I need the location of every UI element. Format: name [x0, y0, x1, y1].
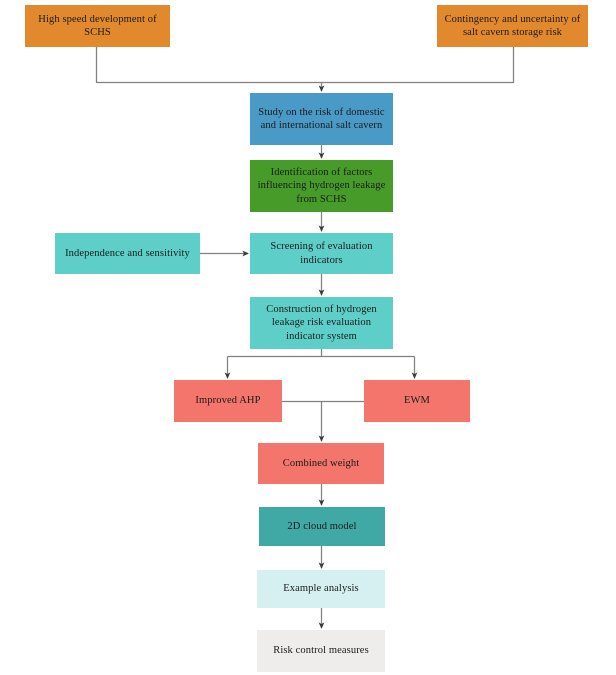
node-label: Construction of hydrogen leakage risk ev…: [266, 303, 377, 342]
node-2d-cloud-model[interactable]: 2D cloud model: [259, 507, 385, 546]
node-label: Independence and sensitivity: [65, 247, 190, 259]
node-improved-ahp[interactable]: Improved AHP: [174, 380, 282, 422]
node-label: Combined weight: [282, 457, 360, 469]
node-ewm[interactable]: EWM: [364, 380, 470, 422]
node-screening-of-evaluation-indicators[interactable]: Screening of evaluation indicators: [250, 233, 393, 274]
node-identification-of-factors[interactable]: Identification of factors influencing hy…: [250, 160, 393, 212]
node-label: High speed development of SCHS: [38, 13, 157, 38]
node-study-on-risk[interactable]: Study on the risk of domestic and intern…: [250, 93, 393, 145]
node-label: Contingency and uncertainty of salt cave…: [444, 13, 581, 38]
node-label: Example analysis: [283, 583, 359, 595]
node-label: Risk control measures: [273, 645, 369, 657]
node-label: Study on the risk of domestic and intern…: [258, 106, 385, 131]
node-example-analysis[interactable]: Example analysis: [257, 570, 385, 608]
node-label: 2D cloud model: [287, 520, 357, 532]
node-label: Identification of factors influencing hy…: [257, 166, 386, 205]
node-independence-sensitivity[interactable]: Independence and sensitivity: [55, 233, 200, 274]
node-label: Improved AHP: [195, 395, 261, 407]
node-contingency-uncertainty[interactable]: Contingency and uncertainty of salt cave…: [437, 5, 588, 47]
node-construction-of-indicator-system[interactable]: Construction of hydrogen leakage risk ev…: [250, 297, 393, 349]
node-high-speed-development[interactable]: High speed development of SCHS: [25, 5, 170, 47]
node-label: EWM: [404, 395, 430, 407]
edge-top-merge-bus: [95, 47, 515, 84]
node-combined-weight[interactable]: Combined weight: [258, 443, 384, 484]
node-risk-control-measures[interactable]: Risk control measures: [257, 630, 385, 672]
node-label: Screening of evaluation indicators: [270, 241, 373, 266]
